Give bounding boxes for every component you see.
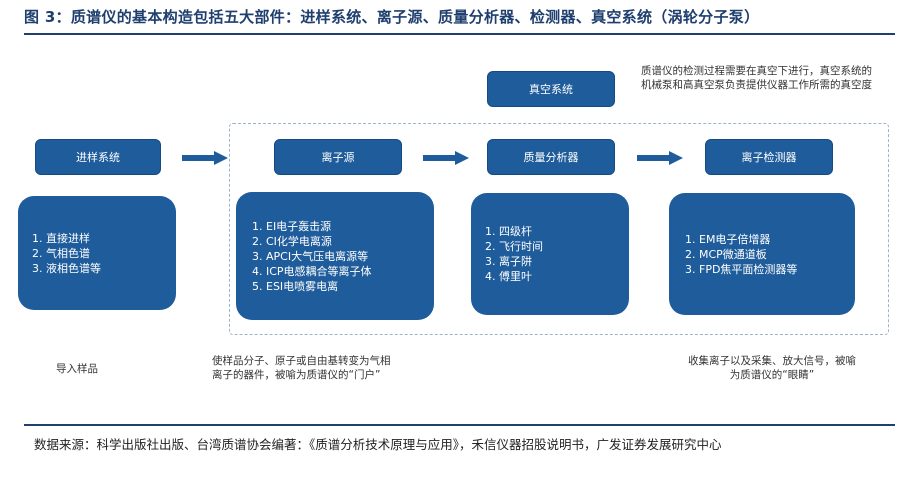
ion-source-note: 使样品分子、原子或自由基转变为气相 离子的器件，被喻为质谱仪的“门户” — [212, 354, 391, 382]
detector-note: 收集离子以及采集、放大信号，被喻 为质谱仪的“眼睛” — [688, 354, 856, 382]
ion-detector-types-panel: 1. EM电子倍增器 2. MCP微通道板 3. FPD焦平面检测器等 — [669, 193, 855, 315]
figure-title: 图 3：质谱仪的基本构造包括五大部件：进样系统、离子源、质量分析器、检测器、真空… — [24, 8, 760, 26]
vacuum-note-line1: 质谱仪的检测过程需要在真空下进行，真空系统的 — [641, 65, 872, 77]
bottom-rule — [24, 424, 895, 426]
list-item: 2. MCP微通道板 — [685, 247, 767, 261]
list-item: 2. 气相色谱 — [32, 246, 90, 260]
mass-analyzer-types-panel: 1. 四级杆 2. 飞行时间 3. 离子阱 4. 傅里叶 — [471, 193, 629, 315]
vacuum-system-label: 真空系统 — [529, 83, 573, 96]
vacuum-system-node: 真空系统 — [487, 71, 615, 107]
sampling-system-node: 进样系统 — [35, 139, 161, 175]
list-item: 3. 液相色谱等 — [32, 261, 101, 275]
list-item: 2. CI化学电离源 — [252, 234, 332, 248]
ion-source-types-panel: 1. EI电子轰击源 2. CI化学电离源 3. APCI大气压电离源等 4. … — [236, 192, 434, 320]
right-arrow-icon — [423, 151, 469, 165]
right-arrow-icon — [182, 151, 228, 165]
list-item: 4. 傅里叶 — [485, 270, 532, 283]
list-item: 1. 直接进样 — [32, 231, 90, 245]
ion-source-note-line1: 使样品分子、原子或自由基转变为气相 — [212, 355, 391, 367]
vacuum-note-line2: 机械泵和高真空泵负责提供仪器工作所需的真空度 — [641, 79, 872, 91]
mass-analyzer-label: 质量分析器 — [523, 151, 579, 164]
detector-note-line2: 为质谱仪的“眼睛” — [729, 369, 815, 381]
right-arrow-icon — [637, 151, 683, 165]
top-rule — [24, 33, 895, 35]
list-item: 4. ICP电感耦合等离子体 — [252, 264, 372, 278]
sampling-methods-panel: 1. 直接进样 2. 气相色谱 3. 液相色谱等 — [18, 196, 176, 310]
data-source: 数据来源：科学出版社出版、台湾质谱协会编著：《质谱分析技术原理与应用》，禾信仪器… — [34, 437, 722, 452]
list-item: 1. 四级杆 — [485, 225, 532, 238]
mass-analyzer-node: 质量分析器 — [487, 139, 615, 175]
list-item: 2. 飞行时间 — [485, 240, 543, 253]
list-item: 3. APCI大气压电离源等 — [252, 249, 369, 263]
ion-source-label: 离子源 — [321, 151, 355, 164]
sampling-system-label: 进样系统 — [76, 151, 120, 164]
vacuum-enclosure-frame — [229, 123, 889, 335]
detector-note-line1: 收集离子以及采集、放大信号，被喻 — [688, 355, 856, 367]
ion-detector-label: 离子检测器 — [741, 151, 797, 164]
ion-source-node: 离子源 — [274, 139, 402, 175]
ion-detector-node: 离子检测器 — [705, 139, 833, 175]
list-item: 3. 离子阱 — [485, 255, 532, 268]
sampling-note: 导入样品 — [56, 363, 98, 375]
list-item: 1. EI电子轰击源 — [252, 219, 332, 233]
ion-source-note-line2: 离子的器件，被喻为质谱仪的“门户” — [212, 369, 381, 381]
list-item: 1. EM电子倍增器 — [685, 232, 771, 246]
vacuum-note: 质谱仪的检测过程需要在真空下进行，真空系统的 机械泵和高真空泵负责提供仪器工作所… — [641, 64, 872, 92]
list-item: 3. FPD焦平面检测器等 — [685, 262, 798, 276]
list-item: 5. ESI电喷雾电离 — [252, 279, 339, 293]
